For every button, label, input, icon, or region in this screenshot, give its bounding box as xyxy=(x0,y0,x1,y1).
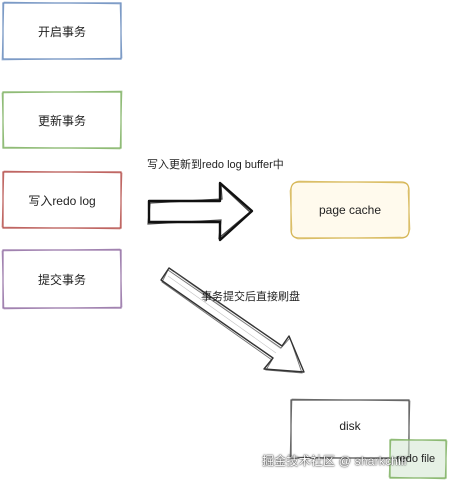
write-buffer-arrow xyxy=(147,181,254,242)
update-transaction-box xyxy=(1,90,123,150)
commit-flush-edge-label: 事务提交后直接刷盘 xyxy=(201,291,300,303)
start-transaction-box xyxy=(1,1,123,61)
commit-flush-arrow xyxy=(160,267,305,374)
page-cache-box xyxy=(289,180,411,240)
update-transaction-label: 更新事务 xyxy=(37,113,86,128)
commit-transaction-label: 提交事务 xyxy=(37,272,86,287)
watermark: 掘金技术社区 @ sharkchili xyxy=(262,454,407,468)
start-transaction-label: 开启事务 xyxy=(37,24,86,39)
write-redo-log-label: 写入redo log xyxy=(28,193,96,208)
page-cache-label: page cache xyxy=(318,203,382,217)
redo-file-label: redo file xyxy=(396,453,436,465)
commit-transaction-box xyxy=(1,248,123,310)
write-buffer-edge-label: 写入更新到redo log buffer中 xyxy=(147,159,284,171)
redo-file-box xyxy=(388,438,448,480)
write-redo-log-box xyxy=(1,170,123,230)
disk-label: disk xyxy=(339,419,361,433)
